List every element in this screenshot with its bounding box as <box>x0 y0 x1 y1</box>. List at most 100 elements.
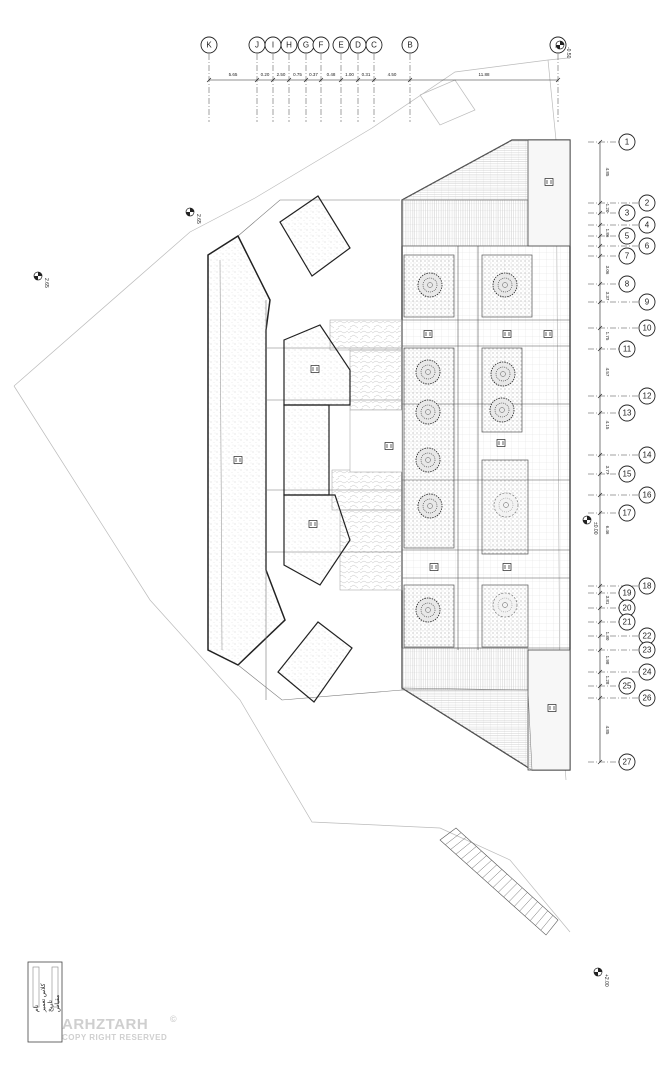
axis-label: 7 <box>625 252 630 261</box>
axis-14: 14 <box>588 446 656 464</box>
axis-label: 11 <box>623 345 632 354</box>
copyright-icon: © <box>170 1014 177 1024</box>
dimension-label: 3.81 <box>605 596 610 605</box>
room-tag <box>544 178 554 186</box>
axis-13: 13 <box>588 404 636 422</box>
dimension-label: 2.50 <box>277 72 286 77</box>
axis-k: K <box>200 36 218 122</box>
stamp-line: نام <box>33 1004 40 1012</box>
dimension-label: 4.85 <box>605 168 610 177</box>
axis-g: G <box>297 36 315 122</box>
axis-label: 13 <box>623 409 632 418</box>
level-marker-icon: ±0.00 <box>582 515 598 535</box>
axis-22: 22 <box>588 627 656 645</box>
axis-label: 20 <box>623 604 632 613</box>
axis-1: 1 <box>588 133 636 151</box>
level-marker-icon: -0.50 <box>555 40 571 59</box>
dimension-label: 4.85 <box>605 726 610 735</box>
dimension-label: 1.20 <box>605 204 610 213</box>
middle-units <box>283 324 351 586</box>
room-tag <box>496 439 506 447</box>
axis-15: 15 <box>588 465 636 483</box>
axis-a: A <box>549 36 567 122</box>
axis-i: I <box>264 36 282 122</box>
axis-19: 19 <box>588 584 636 602</box>
axis-label: 2 <box>645 199 650 208</box>
axis-26: 26 <box>588 689 656 707</box>
axis-label: F <box>319 41 324 50</box>
axis-label: E <box>338 41 343 50</box>
axis-label: 18 <box>643 582 652 591</box>
grid-axes-right: 1234567891011121314151617181920212223242… <box>588 133 656 771</box>
level-label: 2.65 <box>43 278 49 288</box>
axis-label: D <box>355 41 361 50</box>
level-marker-icon: 2.65 <box>185 207 201 224</box>
axis-17: 17 <box>588 504 636 522</box>
tree-icon <box>415 399 441 425</box>
dimension-label: 0.75 <box>293 72 302 77</box>
axis-8: 8 <box>588 275 636 293</box>
axis-7: 7 <box>588 247 636 265</box>
axis-label: 27 <box>623 758 632 767</box>
tree-icon <box>493 492 519 518</box>
axis-label: 6 <box>645 242 650 251</box>
axis-label: 26 <box>643 694 652 703</box>
dimension-label: 3.77 <box>605 466 610 475</box>
axis-label: 25 <box>623 682 632 691</box>
room-tag <box>547 704 557 712</box>
axis-label: 12 <box>643 392 652 401</box>
dimension-label: 11.88 <box>479 72 490 77</box>
dimension-label: 1.28 <box>605 676 610 685</box>
room-tag <box>502 563 512 571</box>
axis-label: 23 <box>643 646 652 655</box>
dimension-label: 1.00 <box>345 72 354 77</box>
axis-18: 18 <box>588 577 656 595</box>
room-tag <box>310 365 320 373</box>
axis-label: 15 <box>623 470 632 479</box>
west-wing <box>207 234 286 666</box>
level-label: 2.65 <box>195 214 201 224</box>
axis-5: 5 <box>588 227 636 245</box>
axis-label: 9 <box>645 298 650 307</box>
level-markers: -0.50 2.65 2.65 ±0.00 +2.00 <box>33 40 609 987</box>
angled-blocks <box>277 195 353 703</box>
axis-20: 20 <box>588 599 636 617</box>
axis-3: 3 <box>588 204 636 222</box>
axis-f: F <box>312 36 330 122</box>
dimension-label: 1.86 <box>605 229 610 238</box>
axis-c: C <box>365 36 383 122</box>
dimension-label: 4.15 <box>605 421 610 430</box>
grid-axes-top: KJIHGFEDCBA <box>200 36 567 122</box>
watermark-sub: COPY RIGHT RESERVED <box>62 1033 168 1042</box>
axis-label: 22 <box>643 632 652 641</box>
room-tag <box>543 330 553 338</box>
stamp-line: مقیاس <box>54 995 61 1012</box>
axis-10: 10 <box>588 319 656 337</box>
axis-label: I <box>272 41 274 50</box>
axis-25: 25 <box>588 677 636 695</box>
axis-label: 16 <box>643 491 652 500</box>
interior-walls <box>402 245 570 650</box>
level-marker-icon: +2.00 <box>593 967 609 987</box>
tree-icon <box>417 272 443 298</box>
dimension-label: 1.98 <box>605 656 610 665</box>
tree-icon <box>492 592 518 618</box>
axis-24: 24 <box>588 663 656 681</box>
trees <box>415 272 519 623</box>
axis-label: 19 <box>623 589 632 598</box>
axis-h: H <box>280 36 298 122</box>
dimension-label: 6.46 <box>605 526 610 535</box>
axis-4: 4 <box>588 216 656 234</box>
axis-2: 2 <box>588 194 656 212</box>
room-tag <box>429 563 439 571</box>
dimension-label: 4.50 <box>388 72 397 77</box>
room-tag <box>308 520 318 528</box>
dimension-label: 1.75 <box>605 332 610 341</box>
axis-6: 6 <box>588 237 656 255</box>
tree-icon <box>415 447 441 473</box>
axis-23: 23 <box>588 641 656 659</box>
dimension-label: 3.06 <box>605 266 610 275</box>
watermark-main: ARHZTARH <box>62 1016 149 1033</box>
